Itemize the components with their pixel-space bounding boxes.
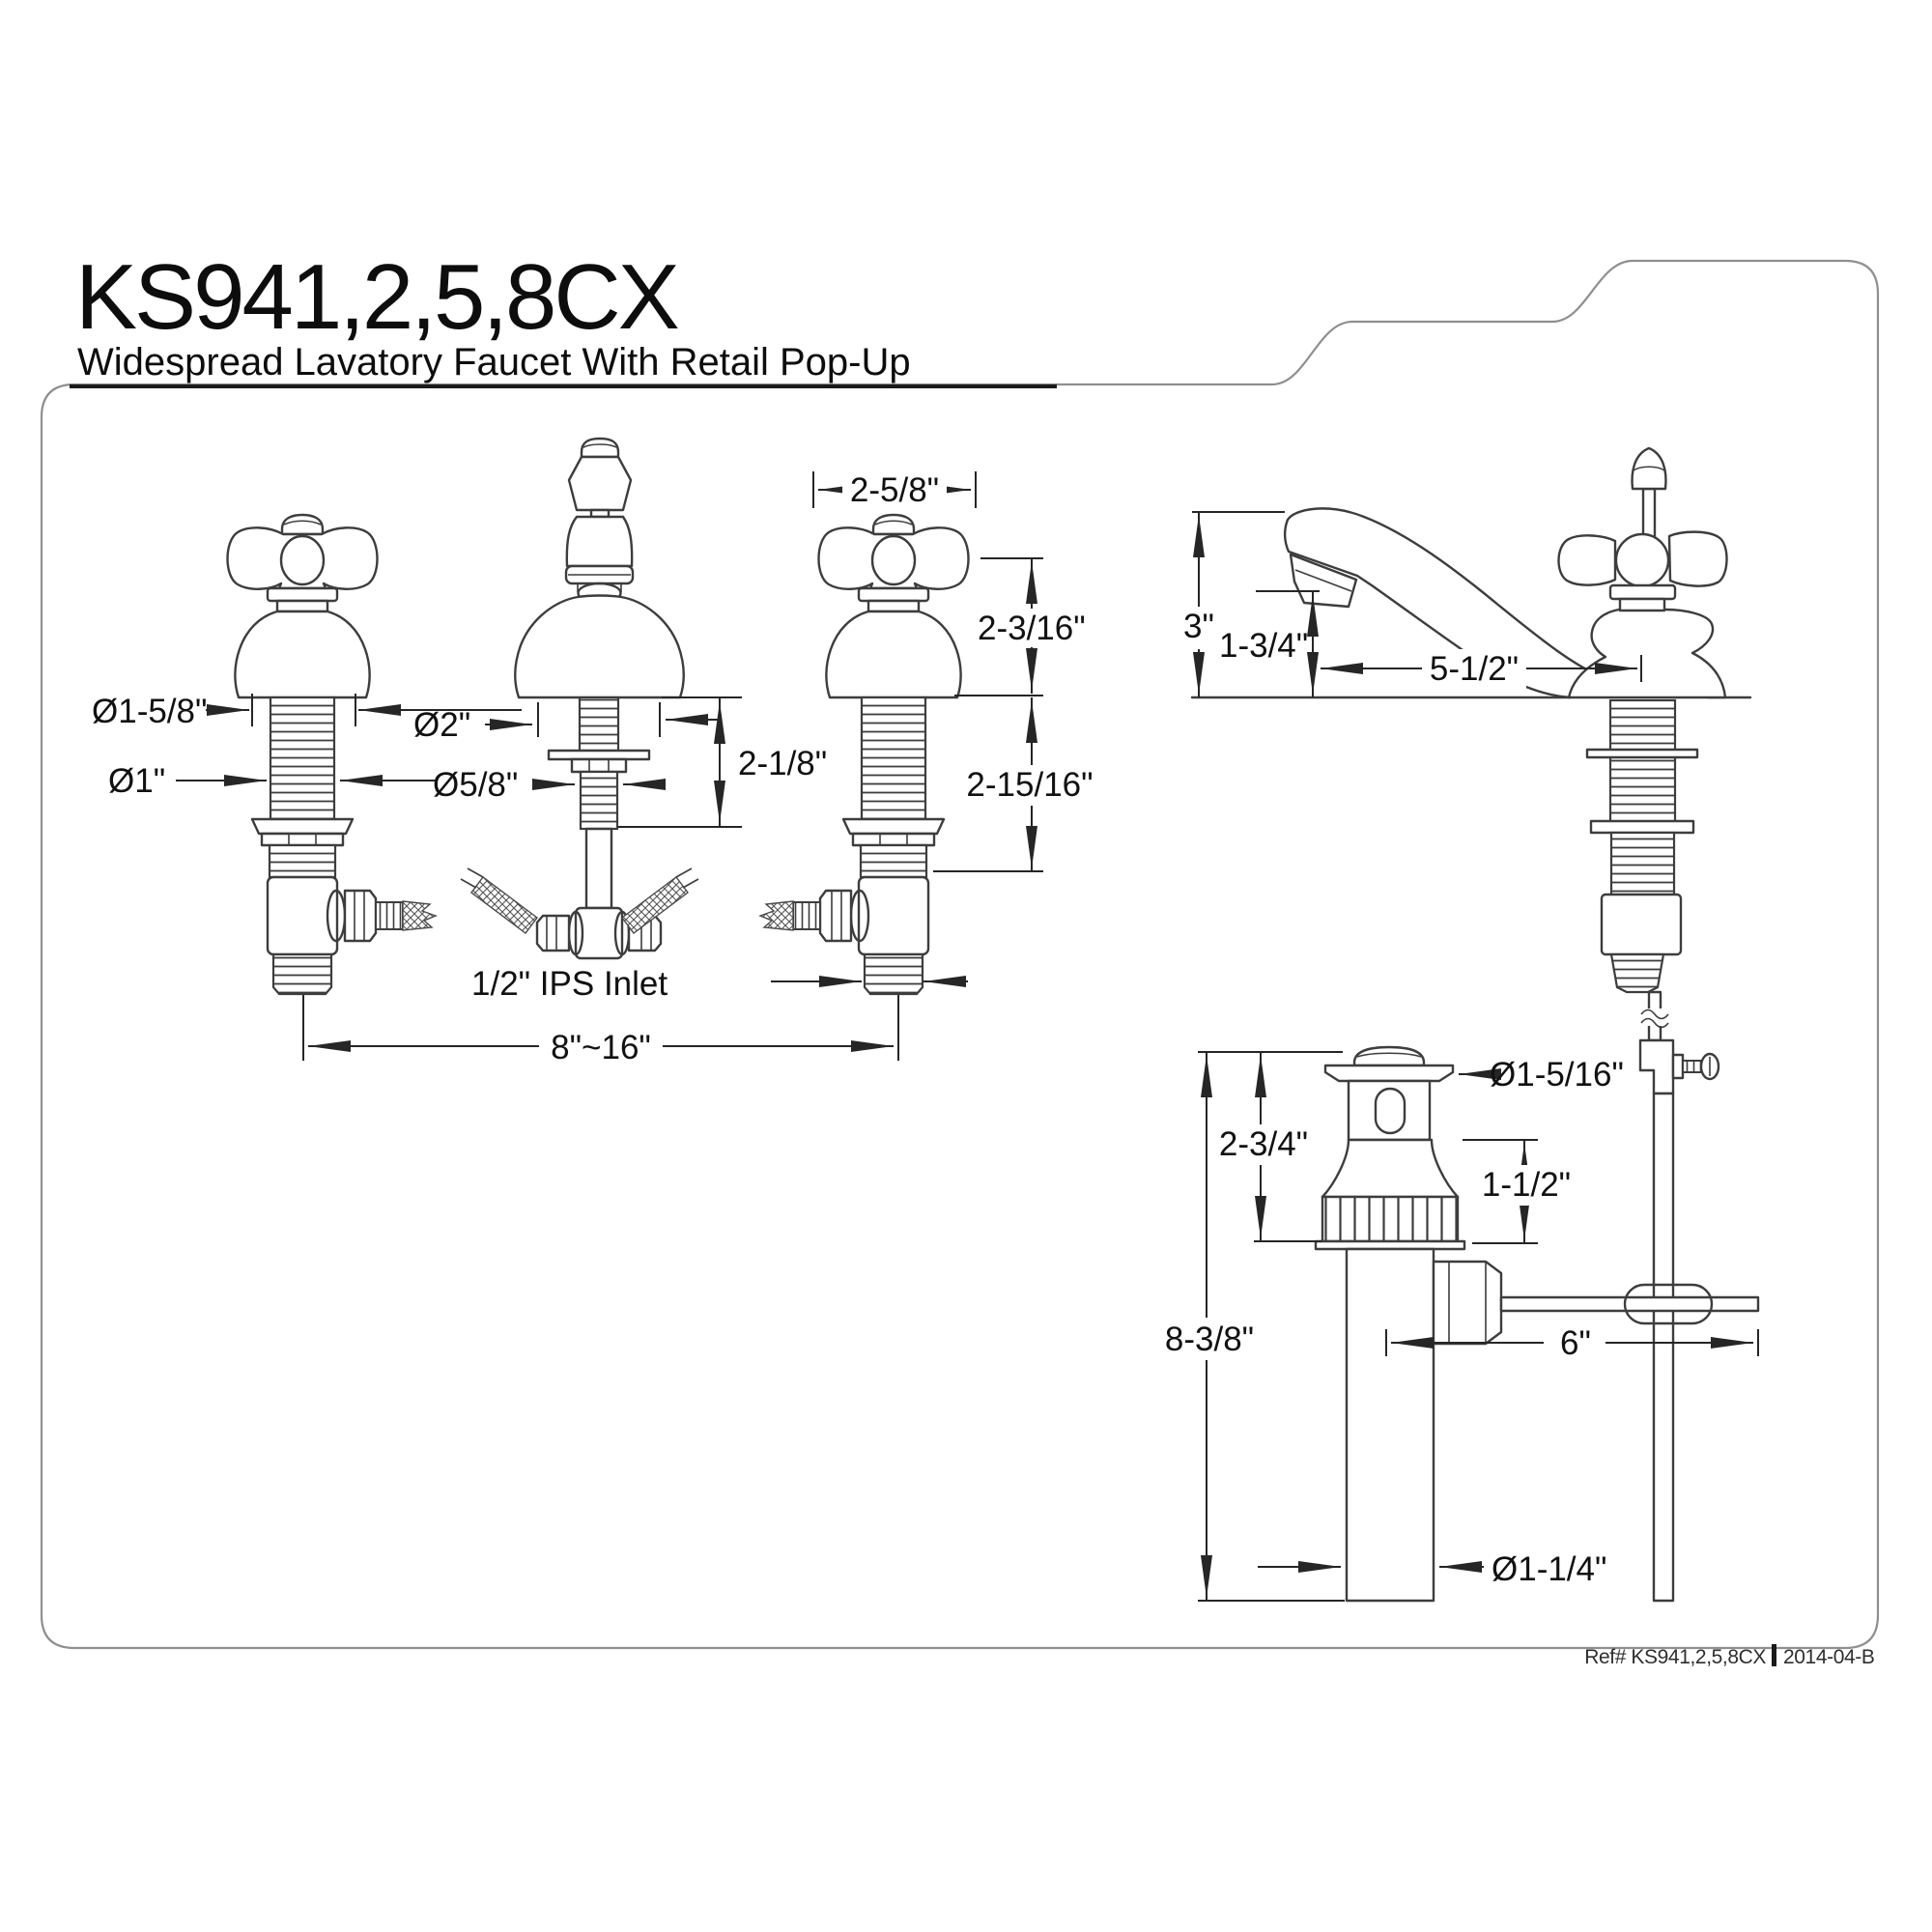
dim-drain-mid-height: 1-1/2" <box>1482 1166 1571 1204</box>
sheet-border <box>40 259 1880 1650</box>
dim-tailpiece-dia: Ø1-1/4" <box>1492 1550 1606 1588</box>
dim-handle-height: 2-3/16" <box>978 610 1086 647</box>
tee-fitting <box>574 906 624 960</box>
drain-tailpiece <box>1345 1247 1435 1603</box>
assembled-view-dimensions: 3" 1-3/4" 5-1/2" Ø1-5/16" 2-3/4" <box>1153 511 1759 1602</box>
assembled-view: 3" 1-3/4" 5-1/2" Ø1-5/16" 2-3/4" <box>1153 446 1760 1603</box>
dim-spout-stem-dia: Ø5/8" <box>433 766 518 804</box>
page-subtitle: Widespread Lavatory Faucet With Retail P… <box>77 341 911 384</box>
dim-spout-shank-height: 2-1/8" <box>738 745 827 782</box>
spout-assembly <box>460 437 699 960</box>
handle-finial-side <box>1631 446 1667 491</box>
dim-drain-total-height: 8-3/8" <box>1165 1321 1254 1358</box>
left-handle-assembly <box>226 513 438 996</box>
dim-handle-width: 2-5/8" <box>850 471 939 509</box>
drain-cone <box>1321 1138 1460 1199</box>
dim-spout-height: 3" <box>1183 608 1214 645</box>
dim-spread-range: 8"~16" <box>551 1029 651 1066</box>
dim-spout-escutcheon-dia: Ø2" <box>413 706 470 744</box>
dim-rod-length: 6" <box>1560 1324 1591 1362</box>
supply-hose-right <box>621 876 689 934</box>
spout-tip-cap <box>580 437 620 459</box>
supply-hose-left <box>470 876 538 934</box>
dim-outlet-height: 1-3/4" <box>1219 627 1308 665</box>
rod-clamp <box>1638 1038 1675 1095</box>
footer-reference: Ref# KS941,2,5,8CX 2014-04-B <box>1584 1644 1875 1668</box>
ref-separator-bar <box>1772 1644 1776 1666</box>
popup-drain-assembly <box>1314 1045 1760 1603</box>
faucet-body <box>1283 446 1728 699</box>
parts-view-dimensions: 2-5/8" 2-3/16" 2-15/16" Ø1-5/8" Ø1" <box>92 469 1099 1068</box>
page-title: KS941,2,5,8CX <box>75 245 679 349</box>
ref-label: Ref# KS941,2,5,8CX <box>1584 1646 1766 1668</box>
drain-ribbed-ring <box>1321 1195 1460 1243</box>
spout-nose <box>567 455 633 512</box>
spout-escutcheon <box>513 594 686 699</box>
dim-stem-dia: Ø1" <box>108 762 165 800</box>
lift-strap <box>1652 1092 1675 1603</box>
dim-escutcheon-dia: Ø1-5/8" <box>92 693 207 730</box>
drain-flange <box>1323 1064 1455 1083</box>
ref-revision: 2014-04-B <box>1783 1646 1874 1668</box>
pivot-nut <box>1432 1260 1503 1346</box>
rod-clevis <box>1623 1283 1714 1325</box>
faucet-base <box>1567 608 1727 699</box>
spout-upper-body <box>565 515 634 568</box>
dim-valve-height: 2-15/16" <box>966 766 1093 804</box>
cross-handle-side <box>1557 534 1617 586</box>
parts-view: 2-5/8" 2-3/16" 2-15/16" Ø1-5/8" Ø1" <box>92 437 1099 1068</box>
dim-drain-top-height: 2-3/4" <box>1219 1125 1308 1163</box>
ball-rod <box>1499 1295 1760 1313</box>
dim-drain-flange-dia: Ø1-5/16" <box>1490 1056 1624 1094</box>
drain-stopper <box>1352 1045 1426 1067</box>
label-ips-inlet: 1/2" IPS Inlet <box>471 965 668 1003</box>
dim-spout-reach: 5-1/2" <box>1430 650 1519 688</box>
faucet-shank <box>1585 698 1720 1603</box>
